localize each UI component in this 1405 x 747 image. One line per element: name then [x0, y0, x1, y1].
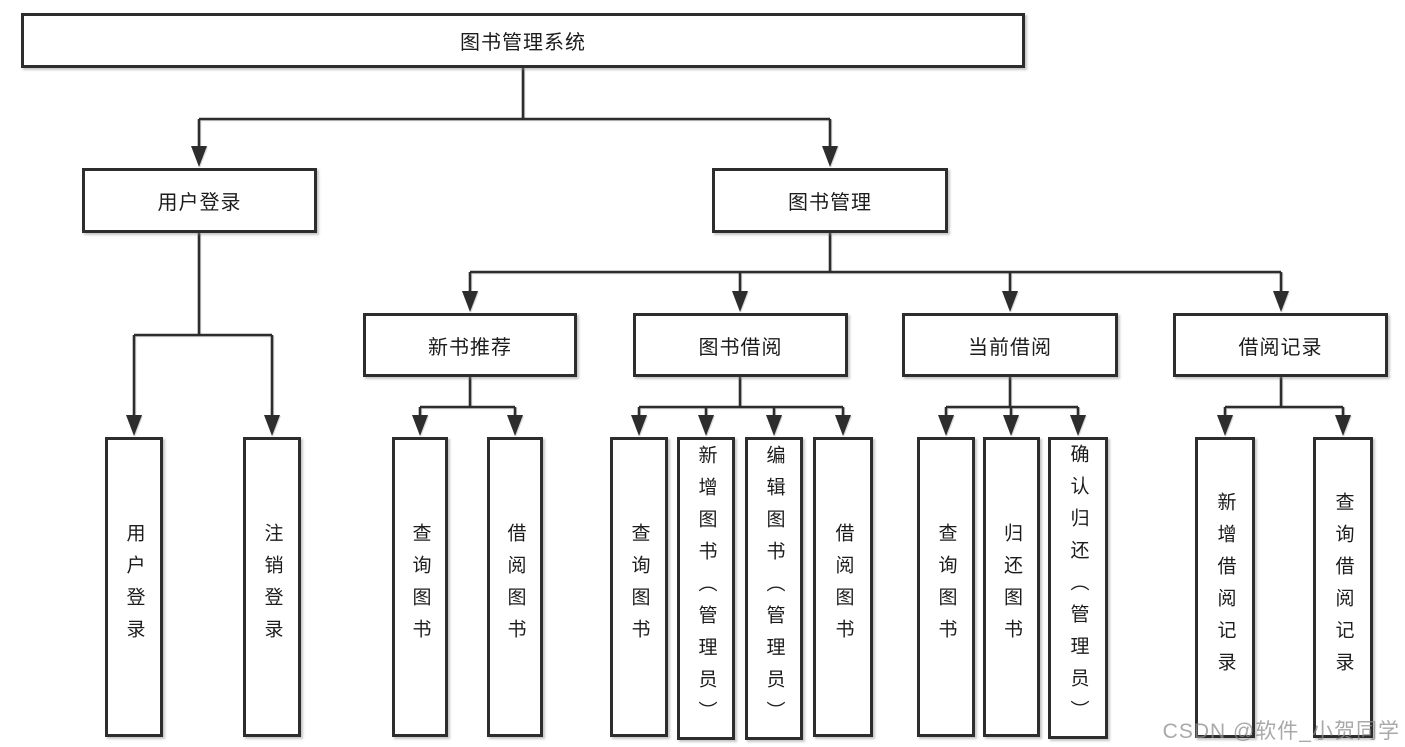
node-user-login: 用户登录: [82, 168, 317, 233]
arrowhead-icon: [1003, 415, 1019, 436]
node-leaf-logout: 注销登录: [243, 437, 301, 737]
node-leaf-borrow-book-2-label: 借阅图书: [832, 523, 854, 651]
node-leaf-query-book-2-label: 查询图书: [628, 523, 650, 651]
node-leaf-query-book-1-label: 查询图书: [409, 523, 431, 651]
arrowhead-icon: [1273, 291, 1289, 312]
arrowhead-icon: [631, 415, 647, 436]
arrowhead-icon: [835, 415, 851, 436]
node-leaf-add-book-admin-label: 新增图书（管理员）: [695, 444, 717, 733]
arrowhead-icon: [1002, 291, 1018, 312]
node-leaf-query-book-3-label: 查询图书: [935, 523, 957, 651]
arrowhead-icon: [126, 415, 142, 436]
node-root-label: 图书管理系统: [460, 32, 586, 54]
node-user-login-label: 用户登录: [157, 192, 242, 214]
arrowhead-icon: [1217, 415, 1233, 436]
node-leaf-edit-book-admin-label: 编辑图书（管理员）: [763, 444, 785, 733]
node-leaf-return-book: 归还图书: [983, 437, 1040, 737]
connector-current-borrow-children: [944, 377, 1080, 417]
arrowhead-icon: [1070, 415, 1086, 436]
node-leaf-query-borrow-record: 查询借阅记录: [1313, 437, 1373, 738]
arrowhead-icon: [507, 415, 523, 436]
node-leaf-add-borrow-record: 新增借阅记录: [1195, 437, 1255, 738]
arrowhead-icon: [1335, 415, 1351, 436]
node-current-borrow: 当前借阅: [902, 313, 1118, 377]
node-leaf-return-book-label: 归还图书: [1001, 523, 1022, 651]
arrowhead-icon: [732, 291, 748, 312]
node-borrow-records: 借阅记录: [1173, 313, 1388, 377]
node-leaf-query-borrow-record-label: 查询借阅记录: [1332, 491, 1354, 684]
arrowhead-icon: [412, 415, 428, 436]
node-book-borrow-label: 图书借阅: [698, 336, 783, 359]
connector-root-to-level2: [197, 68, 832, 148]
arrowhead-icon: [938, 415, 954, 436]
arrowhead-icon: [822, 146, 838, 167]
node-leaf-user-login: 用户登录: [105, 437, 163, 737]
node-new-book-recommend-label: 新书推荐: [428, 336, 512, 359]
node-leaf-edit-book-admin: 编辑图书（管理员）: [745, 437, 803, 740]
node-leaf-query-book-2: 查询图书: [610, 437, 668, 737]
connector-book-management-children: [468, 233, 1283, 294]
arrowhead-icon: [462, 291, 478, 312]
node-book-management: 图书管理: [712, 168, 948, 233]
node-leaf-borrow-book-2: 借阅图书: [813, 437, 873, 737]
connector-book-borrow-children: [637, 377, 845, 417]
node-leaf-borrow-book-1: 借阅图书: [487, 437, 543, 737]
node-borrow-records-label: 借阅记录: [1238, 336, 1323, 359]
connector-new-book-children: [418, 377, 517, 417]
node-book-management-label: 图书管理: [788, 192, 872, 214]
arrowhead-icon: [766, 415, 782, 436]
node-leaf-query-book-3: 查询图书: [917, 437, 975, 737]
connector-user-login-children: [132, 233, 274, 417]
node-new-book-recommend: 新书推荐: [363, 313, 577, 377]
connector-borrow-records-children: [1223, 377, 1345, 417]
node-current-borrow-label: 当前借阅: [968, 336, 1052, 359]
node-leaf-add-book-admin: 新增图书（管理员）: [677, 437, 735, 740]
arrowhead-icon: [264, 415, 280, 436]
arrowhead-icon: [698, 415, 714, 436]
arrowhead-icon: [191, 146, 207, 167]
csdn-watermark: CSDN @软件_小贺同学: [1162, 720, 1400, 743]
node-root: 图书管理系统: [21, 13, 1025, 68]
node-leaf-query-book-1: 查询图书: [392, 437, 448, 737]
node-book-borrow: 图书借阅: [633, 313, 848, 377]
node-leaf-confirm-return-admin: 确认归还（管理员）: [1048, 437, 1108, 739]
node-leaf-borrow-book-1-label: 借阅图书: [504, 523, 526, 651]
node-leaf-user-login-label: 用户登录: [123, 523, 145, 651]
node-leaf-confirm-return-admin-label: 确认归还（管理员）: [1067, 444, 1089, 732]
node-leaf-add-borrow-record-label: 新增借阅记录: [1214, 491, 1236, 684]
node-leaf-logout-label: 注销登录: [261, 523, 283, 651]
